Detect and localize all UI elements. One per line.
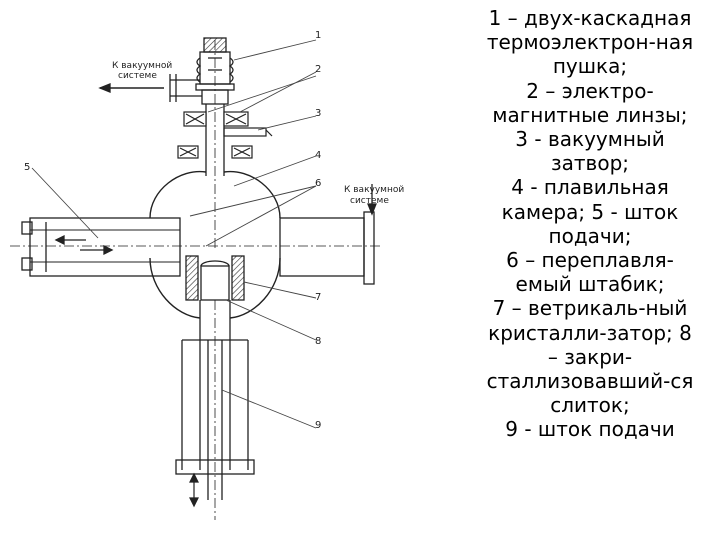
- feed-rod-arrows: [54, 234, 114, 256]
- vacuum-gate: [223, 127, 273, 137]
- callout-lines: [31, 39, 317, 429]
- electron-gun: [195, 37, 235, 105]
- legend-line: 3 - вакуумный: [515, 127, 665, 152]
- legend-line: сталлизовавший-ся: [486, 369, 694, 394]
- crystallizer: [185, 255, 245, 301]
- vacuum-label-right-1: К вакуумной: [344, 185, 404, 195]
- callout-6: 6: [315, 178, 321, 189]
- callout-7: 7: [315, 292, 321, 303]
- legend-line: 1 – двух-каскадная: [488, 6, 692, 30]
- legend-line: камера; 5 - шток: [501, 199, 679, 224]
- callout-2: 2: [315, 64, 321, 75]
- legend-line: – закри-: [547, 344, 633, 369]
- legend-line: слиток;: [550, 393, 630, 418]
- callout-4: 4: [315, 150, 321, 161]
- beam-column: [205, 40, 225, 250]
- legend-line: термоэлектрон-ная: [486, 30, 694, 55]
- lower-column: [175, 300, 255, 520]
- schematic-diagram: К вакуумной системе: [10, 30, 404, 520]
- legend-line: 6 – переплавля-: [506, 248, 674, 273]
- callout-3: 3: [315, 108, 321, 119]
- vacuum-port-right: [367, 184, 377, 216]
- legend-line: пушка;: [552, 54, 628, 79]
- vacuum-label-top-2: системе: [118, 71, 157, 81]
- callout-1: 1: [315, 30, 321, 41]
- electromagnetic-lenses: [183, 111, 249, 127]
- vacuum-label-top-1: К вакуумной: [112, 61, 172, 71]
- legend-line: 4 - плавильная: [511, 175, 669, 200]
- legend: 1 – двух-каскадная термоэлектрон-ная пуш…: [462, 6, 718, 442]
- legend-line: кристалли-затор; 8: [488, 320, 692, 345]
- legend-line: 7 – ветрикаль-ный: [492, 296, 688, 321]
- callout-8: 8: [315, 336, 321, 347]
- legend-line: 2 – электро-: [526, 78, 654, 103]
- legend-line: 9 - шток подачи: [505, 417, 675, 442]
- callout-9: 9: [315, 420, 321, 431]
- electromagnetic-lenses-lower: [177, 145, 253, 159]
- vacuum-port-top: [98, 74, 202, 102]
- legend-line: подачи;: [548, 223, 632, 248]
- horizontal-tube: [10, 211, 380, 285]
- melting-chamber: [149, 170, 281, 319]
- legend-line: затвор;: [551, 151, 629, 176]
- feed-rod-bottom-arrows: [189, 472, 199, 508]
- callout-5: 5: [24, 162, 30, 173]
- vacuum-label-right-2: системе: [350, 196, 389, 206]
- legend-line: магнитные линзы;: [492, 102, 688, 127]
- legend-line: емый штабик;: [515, 272, 665, 297]
